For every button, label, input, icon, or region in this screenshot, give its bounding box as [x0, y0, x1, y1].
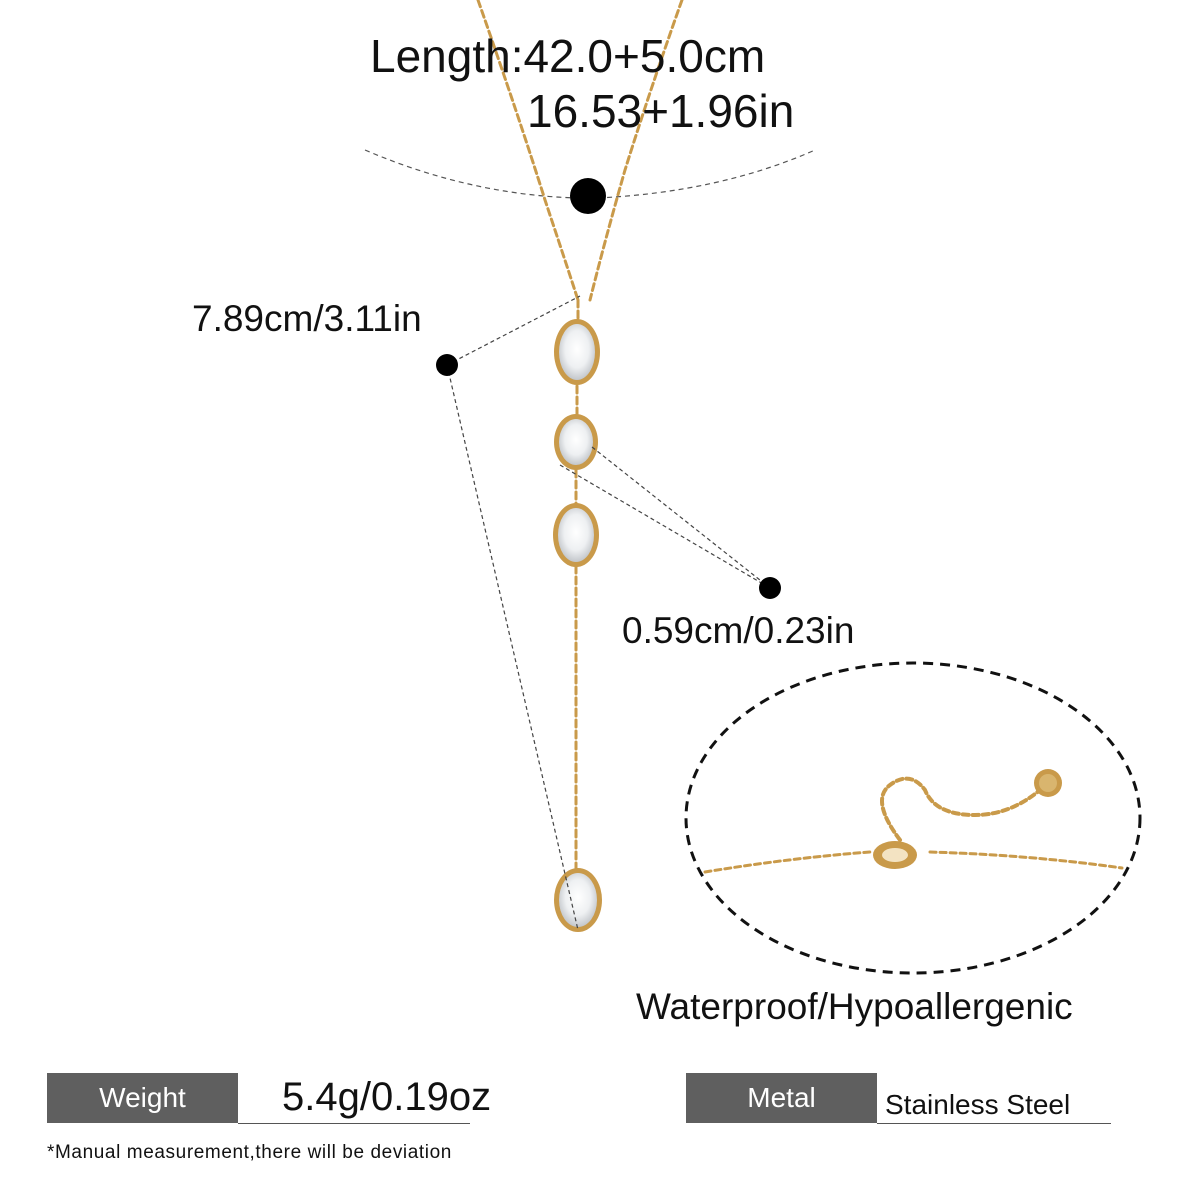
stone-4 [554, 868, 602, 932]
length-in-label: 16.53+1.96in [527, 85, 795, 137]
disclaimer-note: *Manual measurement,there will be deviat… [47, 1142, 452, 1163]
neck-curve-right [597, 149, 816, 199]
stone-2 [554, 414, 598, 470]
lobster-clasp-icon [873, 841, 917, 869]
necklace-chain [476, 0, 684, 870]
metal-underline [877, 1123, 1111, 1124]
neck-curve-left [364, 149, 579, 199]
stone-size-label: 0.59cm/0.23in [622, 610, 855, 651]
pendant-marker-dot [436, 354, 458, 376]
metal-value: Stainless Steel [885, 1089, 1071, 1120]
features-label: Waterproof/Hypoallergenic [636, 986, 1073, 1027]
weight-value: 5.4g/0.19oz [282, 1075, 492, 1119]
tag-charm-icon [1034, 769, 1062, 797]
pendant-length-label: 7.89cm/3.11in [192, 298, 422, 339]
length-marker-dot [570, 178, 606, 214]
stone-3 [553, 503, 599, 567]
pendant-measure-lines [446, 295, 581, 931]
clasp-detail-chain [703, 776, 1124, 874]
weight-underline [238, 1123, 470, 1124]
stone-1 [554, 319, 600, 385]
stone-marker-dot [759, 577, 781, 599]
stone-measure-lines [559, 446, 771, 589]
weight-label: Weight [47, 1073, 238, 1123]
metal-label: Metal [686, 1073, 877, 1123]
clasp-detail-oval [684, 661, 1142, 975]
length-cm-label: Length:42.0+5.0cm [370, 30, 766, 82]
